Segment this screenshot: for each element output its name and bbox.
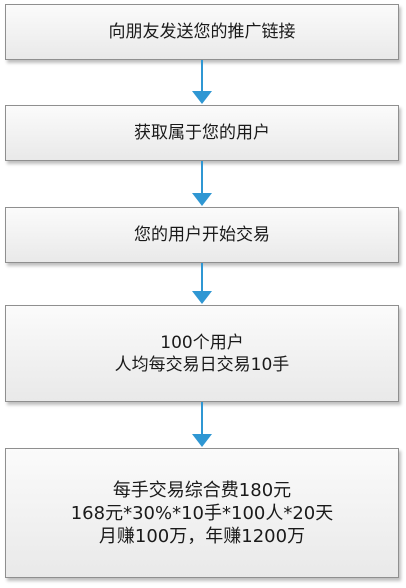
down-arrow-icon xyxy=(191,263,213,305)
step-label: 获取属于您的用户 xyxy=(134,123,270,143)
down-arrow-icon xyxy=(191,161,213,207)
step-box-earnings: 每手交易综合费180元 168元*30%*10手*100人*20天 月赚100万… xyxy=(5,448,399,578)
step-box-get-users: 获取属于您的用户 xyxy=(5,105,399,161)
step-label: 向朋友发送您的推广链接 xyxy=(108,22,296,42)
down-arrow-icon xyxy=(191,402,213,448)
step-label: 您的用户开始交易 xyxy=(134,225,270,245)
step-box-send-link: 向朋友发送您的推广链接 xyxy=(5,4,399,60)
step-label-line-2: 168元*30%*10手*100人*20天 xyxy=(70,502,334,524)
step-label-line-1: 每手交易综合费180元 xyxy=(112,479,292,501)
step-box-users-trade: 您的用户开始交易 xyxy=(5,207,399,263)
down-arrow-icon xyxy=(191,60,213,105)
step-label-line-1: 100个用户 xyxy=(160,332,244,353)
step-label-line-2: 人均每交易日交易10手 xyxy=(114,354,290,375)
step-label-line-3: 月赚100万，年赚1200万 xyxy=(98,525,306,547)
step-box-user-volume: 100个用户 人均每交易日交易10手 xyxy=(5,305,399,402)
